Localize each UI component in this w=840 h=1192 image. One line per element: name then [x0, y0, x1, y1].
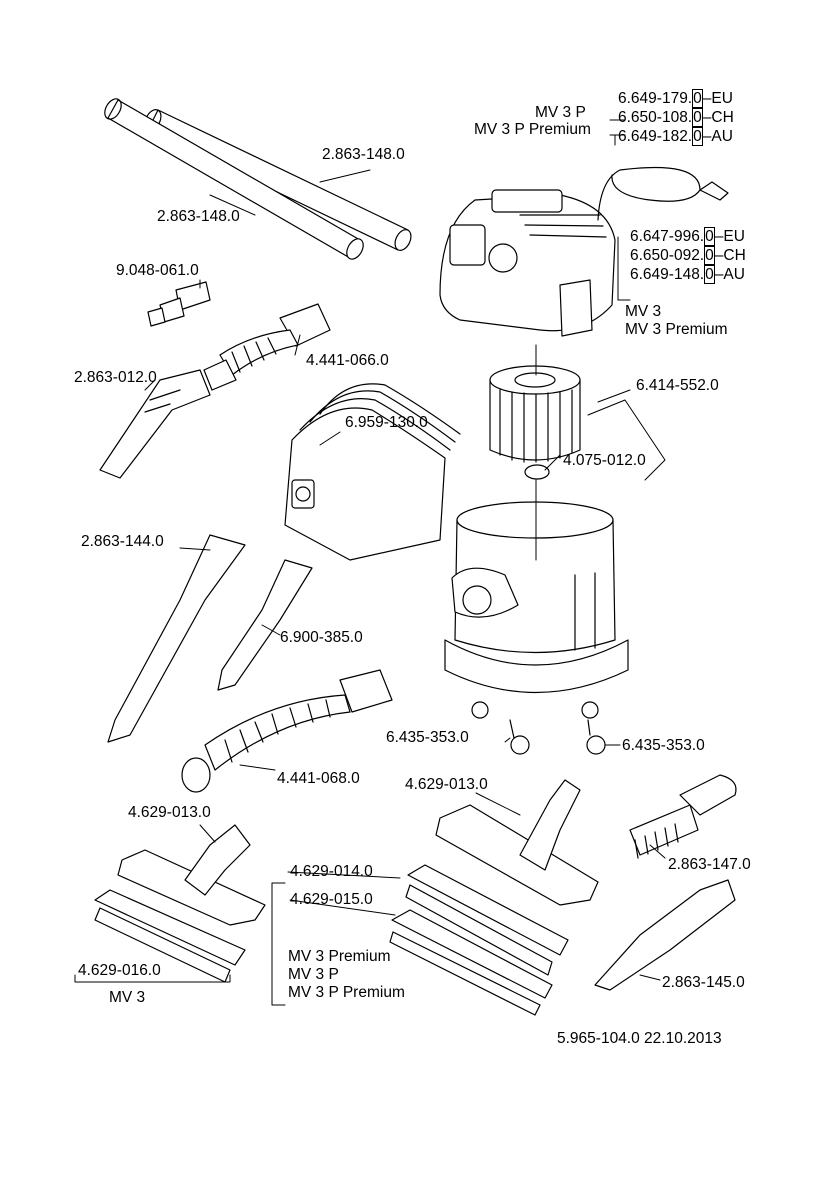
- label-crevice-short: 6.900-385.0: [280, 629, 363, 646]
- filter-bags: [284, 383, 461, 561]
- head-row-eu-digit: 0: [692, 89, 703, 108]
- upholstery-nozzle: [594, 879, 736, 991]
- adapter-part: [147, 281, 211, 327]
- label-bags: 6.959-130.0: [345, 414, 428, 431]
- insert-model-2: MV 3 P: [288, 966, 339, 983]
- castor-left: [509, 719, 530, 755]
- leader-lines: [74, 119, 666, 1006]
- body-row-ch-num: 6.650-092.: [630, 247, 705, 264]
- insert-strip-015: [389, 909, 553, 1016]
- head-row-ch: 6.650-108.0–CH: [618, 108, 734, 127]
- long-hose: [181, 669, 393, 793]
- head-model-1: MV 3 P: [535, 104, 586, 121]
- head-row-au-num: 6.649-182.: [618, 128, 693, 145]
- label-hose-short: 4.441-066.0: [306, 352, 389, 369]
- insert-model-1: MV 3 Premium: [288, 948, 391, 965]
- head-model-2: MV 3 P Premium: [474, 121, 591, 138]
- extension-tube-front: [104, 98, 364, 260]
- label-floor-nozzle-right: 4.629-013.0: [405, 776, 488, 793]
- insert-model-3: MV 3 P Premium: [288, 984, 405, 1001]
- body-row-eu-digit: 0: [704, 227, 715, 246]
- head-row-eu-region: EU: [711, 90, 733, 107]
- extension-tube-back: [144, 109, 412, 251]
- head-row-ch-region: CH: [711, 109, 734, 126]
- floor-nozzle-right: [435, 779, 599, 906]
- body-row-au-digit: 0: [704, 265, 715, 284]
- power-cord: [597, 166, 729, 221]
- body-row-eu: 6.647-996.0–EU: [630, 227, 745, 246]
- castor-right: [586, 719, 606, 755]
- crevice-nozzle-short: [217, 559, 313, 691]
- label-insert-016-model: MV 3: [109, 989, 146, 1006]
- body-row-au-num: 6.649-148.: [630, 266, 705, 283]
- body-row-ch-digit: 0: [704, 246, 715, 265]
- crevice-nozzle-long: [107, 534, 246, 743]
- label-castor-left: 6.435-353.0: [386, 729, 469, 746]
- label-insert-015: 4.629-015.0: [290, 891, 373, 908]
- body-row-au: 6.649-148.0–AU: [630, 265, 745, 284]
- dusting-brush: [629, 774, 737, 859]
- label-hose-long: 4.441-068.0: [277, 770, 360, 787]
- label-crevice-long: 2.863-144.0: [81, 533, 164, 550]
- body-row-ch: 6.650-092.0–CH: [630, 246, 746, 265]
- head-row-au-region: AU: [711, 128, 733, 145]
- body-model-1: MV 3: [625, 303, 662, 320]
- head-row-eu-num: 6.649-179.: [618, 90, 693, 107]
- body-model-2: MV 3 Premium: [625, 321, 728, 338]
- vacuum-head: [439, 189, 616, 337]
- label-castor-right: 6.435-353.0: [622, 737, 705, 754]
- dirt-container: [444, 501, 629, 719]
- body-row-eu-region: EU: [723, 228, 745, 245]
- cartridge-filter: [489, 365, 581, 463]
- insert-strip-016: [94, 889, 246, 983]
- short-hose: [203, 303, 331, 391]
- body-row-eu-num: 6.647-996.: [630, 228, 705, 245]
- filter-nut: [524, 464, 550, 480]
- label-filter-kit: 6.414-552.0: [636, 377, 719, 394]
- head-row-au: 6.649-182.0–AU: [618, 127, 733, 146]
- head-row-eu: 6.649-179.0–EU: [618, 89, 733, 108]
- label-tube-1: 2.863-148.0: [322, 146, 405, 163]
- head-row-ch-digit: 0: [692, 108, 703, 127]
- label-elbow: 2.863-012.0: [74, 369, 157, 386]
- label-floor-nozzle-left: 4.629-013.0: [128, 804, 211, 821]
- label-adapter: 9.048-061.0: [116, 262, 199, 279]
- footer-doc-number-date: 5.965-104.0 22.10.2013: [557, 1030, 722, 1047]
- label-insert-016: 4.629-016.0: [78, 962, 161, 979]
- body-row-ch-region: CH: [723, 247, 746, 264]
- label-tube-2: 2.863-148.0: [157, 208, 240, 225]
- head-row-au-digit: 0: [692, 127, 703, 146]
- label-brush: 2.863-147.0: [668, 856, 751, 873]
- insert-strip-014: [405, 864, 569, 976]
- head-row-ch-num: 6.650-108.: [618, 109, 693, 126]
- label-insert-014: 4.629-014.0: [290, 863, 373, 880]
- elbow-handle: [99, 369, 211, 479]
- label-upholstery: 2.863-145.0: [662, 974, 745, 991]
- body-row-au-region: AU: [723, 266, 745, 283]
- floor-nozzle-left: [117, 824, 266, 926]
- label-filter-nut: 4.075-012.0: [563, 452, 646, 469]
